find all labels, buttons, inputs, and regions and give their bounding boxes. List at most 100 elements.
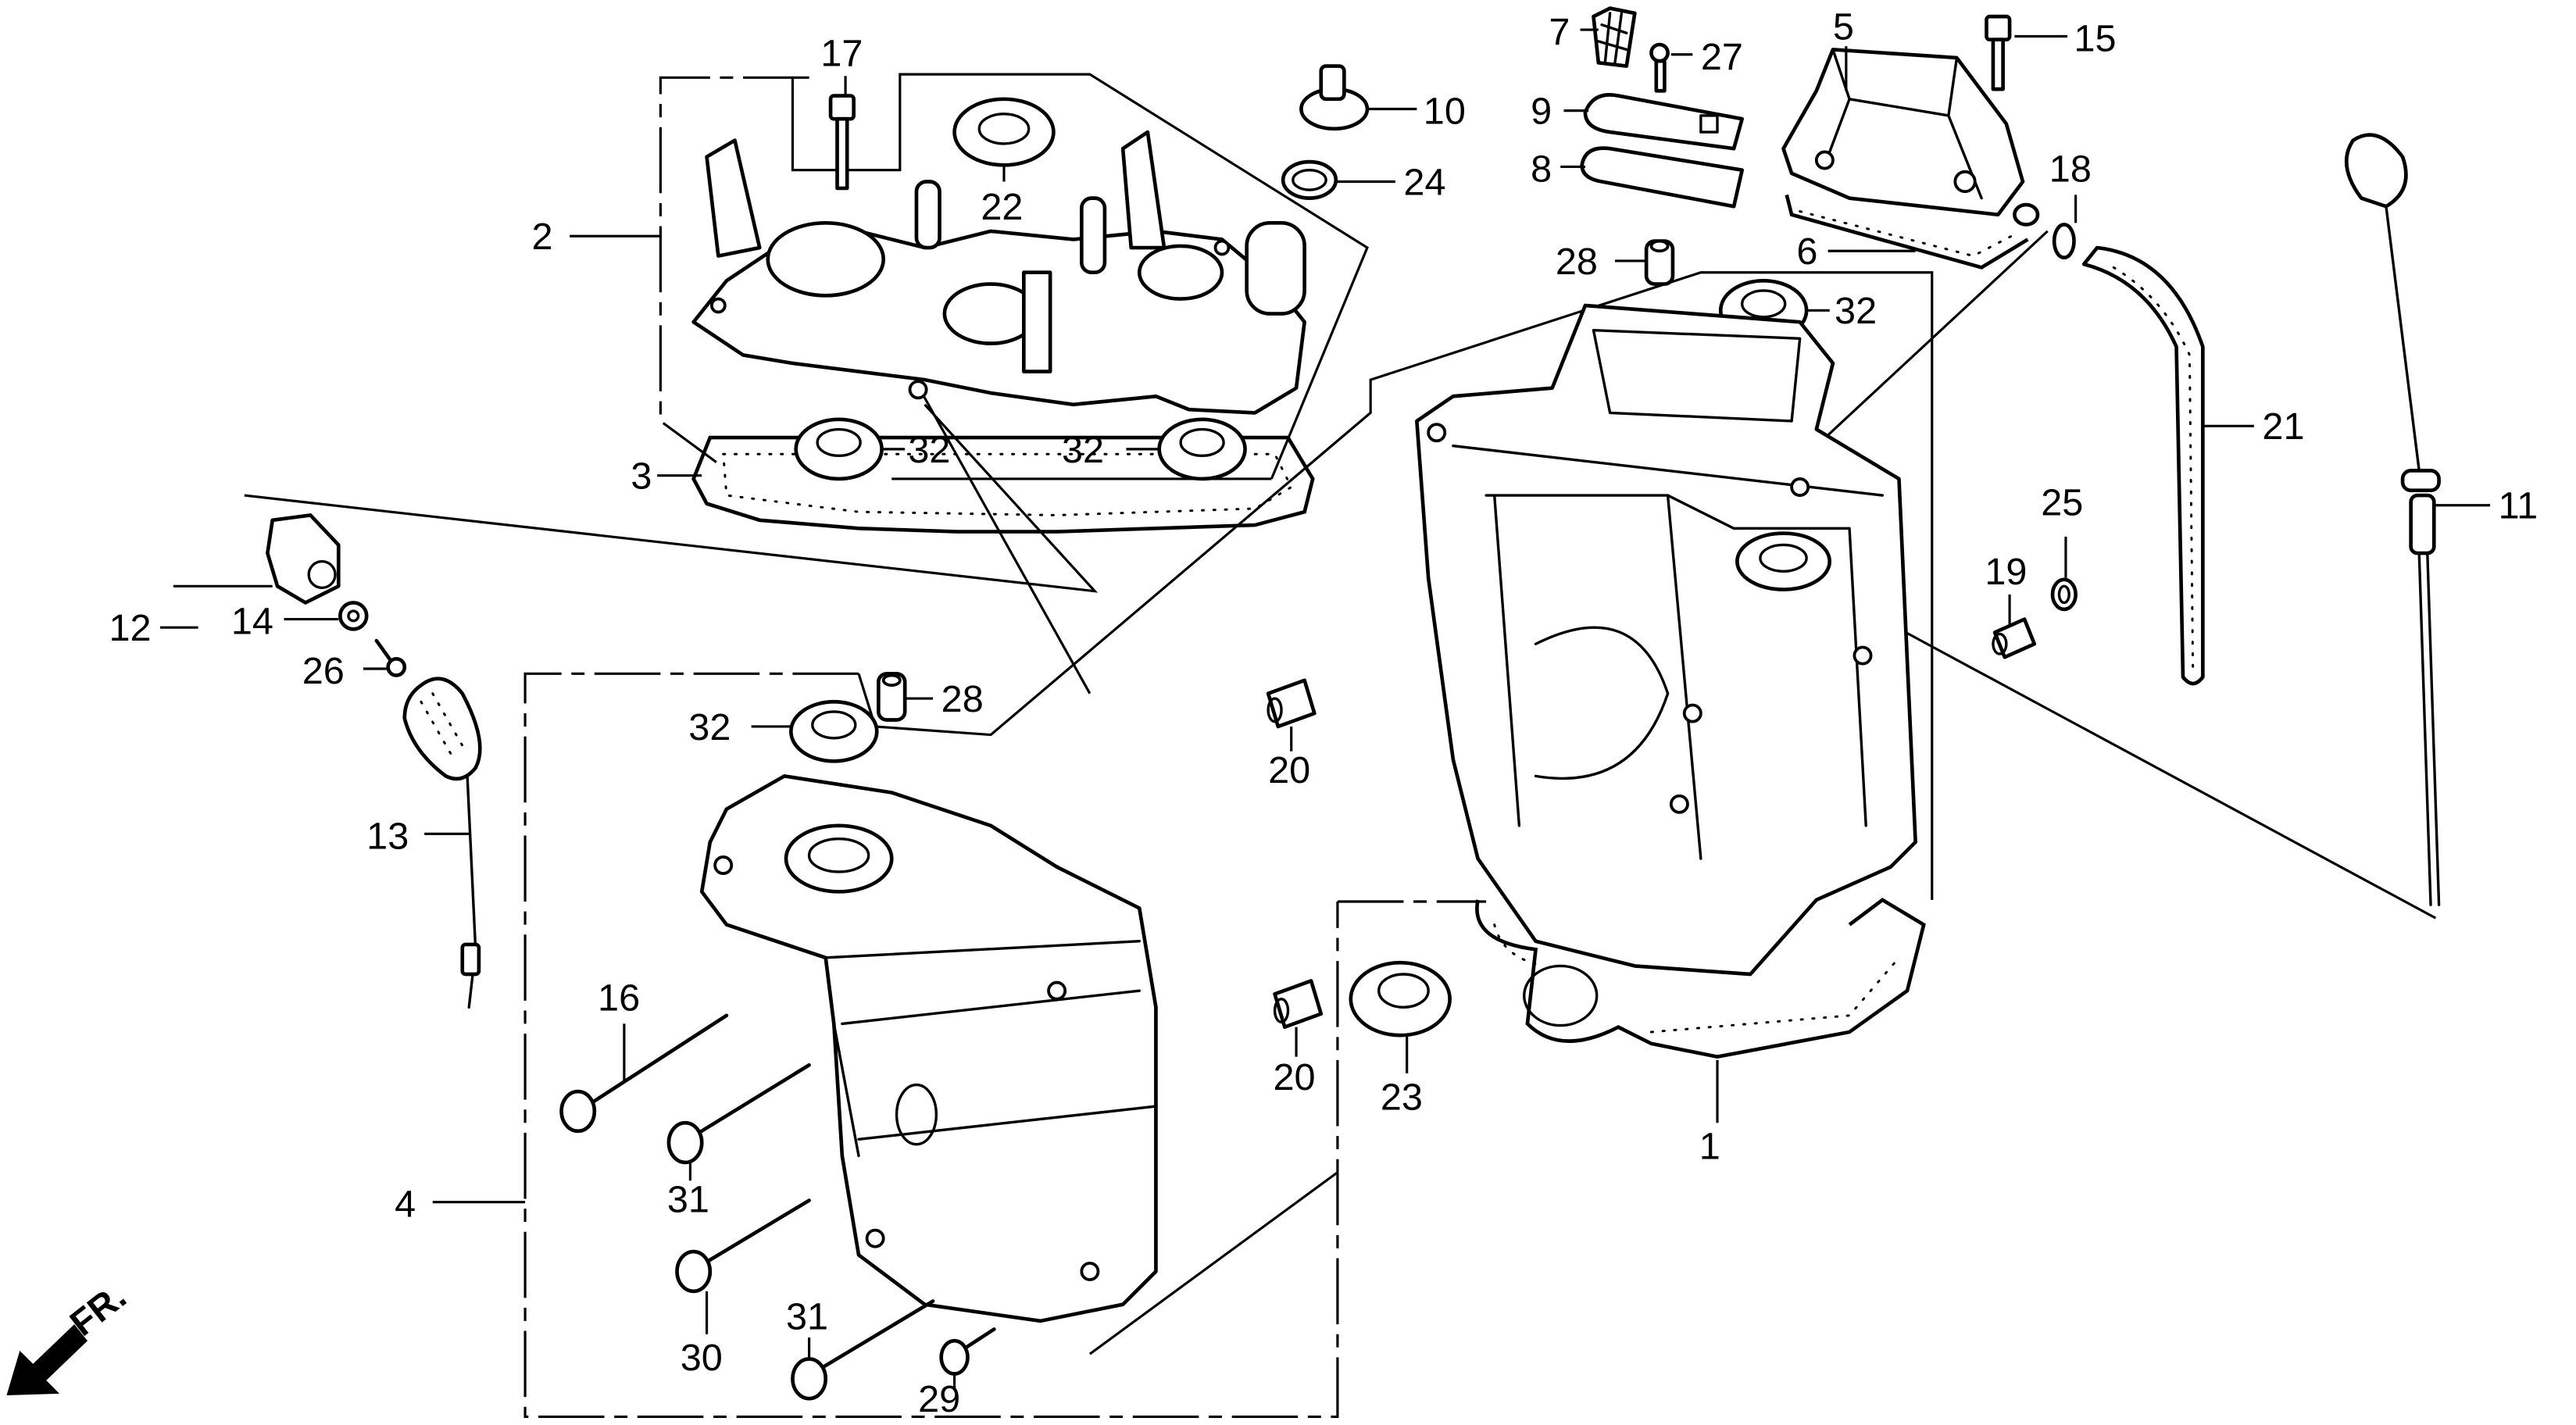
crankcase-gasket[interactable] xyxy=(1475,898,1926,1059)
o-ring-24[interactable] xyxy=(1281,159,1338,200)
head-gasket[interactable] xyxy=(691,435,1315,534)
callout-11: 11 xyxy=(2499,485,2538,527)
group-bracket-4 xyxy=(523,672,1339,1419)
bolt-head xyxy=(675,1249,713,1294)
callout-17: 17 xyxy=(820,33,863,75)
oil-seal-22[interactable] xyxy=(952,97,1056,167)
oil-level-sensor-13[interactable] xyxy=(402,677,482,1009)
crankcase-bolt-hole xyxy=(1682,703,1702,723)
bolt-shank xyxy=(699,1198,811,1267)
bolt-17[interactable] xyxy=(828,94,856,191)
bearing-inner xyxy=(811,710,857,740)
crankcase-bolt-hole xyxy=(1853,645,1873,666)
dowel-body xyxy=(1266,678,1317,729)
breather-plate-8[interactable] xyxy=(1580,146,1745,209)
dipstick-loop xyxy=(2344,133,2408,209)
head-cover-filler-neck xyxy=(1245,221,1306,316)
seal-inner xyxy=(1377,973,1430,1009)
breather-tube-21[interactable] xyxy=(2081,245,2205,686)
bolt-shank xyxy=(835,116,849,191)
dowel-28-top[interactable] xyxy=(1644,239,1675,286)
crankcase-1[interactable] xyxy=(1415,303,1917,977)
dowel-bore xyxy=(1267,697,1283,723)
screw-27[interactable] xyxy=(1649,42,1670,93)
callout-31-upper: 31 xyxy=(667,1178,709,1220)
nut-body xyxy=(2050,577,2078,612)
oil-seal-23[interactable] xyxy=(1349,960,1452,1038)
callout-27: 27 xyxy=(1701,36,1743,78)
washer-14[interactable] xyxy=(338,601,369,631)
head-cover-hole xyxy=(908,380,928,400)
callout-20-lower: 20 xyxy=(1273,1056,1315,1098)
hose-clip-18[interactable] xyxy=(2052,223,2076,260)
head-cover-rib xyxy=(1022,270,1052,373)
callout-30: 30 xyxy=(681,1337,723,1379)
callout-9: 9 xyxy=(1531,91,1552,133)
group-bracket-4-diag xyxy=(1088,1171,1338,1355)
breather-cover-hole xyxy=(1814,150,1835,170)
breather-gasket-6[interactable] xyxy=(1785,194,2029,270)
sensor-float-texture xyxy=(420,692,467,761)
dowel-20-upper[interactable] xyxy=(1266,678,1317,729)
bearing-inner xyxy=(816,427,862,458)
breather-filter-7[interactable] xyxy=(1592,6,1637,68)
crankcase-bore-inner xyxy=(1759,543,1808,573)
dowel-28-lower[interactable] xyxy=(877,672,907,722)
crankcase-bolt-hole xyxy=(1669,794,1689,814)
gasket-dots xyxy=(1799,210,2016,258)
switch-body xyxy=(266,513,341,605)
breather-nipple xyxy=(2013,202,2040,227)
callout-5: 5 xyxy=(1833,6,1854,48)
bolt-29[interactable] xyxy=(939,1327,996,1376)
callout-7: 7 xyxy=(1549,11,1570,53)
case-cover-4[interactable] xyxy=(699,774,1158,1323)
crankcase-ribs xyxy=(1452,444,1885,860)
oil-level-switch-12[interactable] xyxy=(266,513,341,605)
dowel-20-lower[interactable] xyxy=(1273,979,1324,1029)
bolt-16[interactable] xyxy=(559,1013,729,1134)
dowel-body xyxy=(1273,979,1324,1029)
dipstick-11[interactable] xyxy=(2344,133,2441,906)
breather-cover-hole xyxy=(1953,170,1977,194)
callout-32-head-left: 32 xyxy=(908,429,950,471)
bolt-30[interactable] xyxy=(675,1198,811,1294)
breather-plate xyxy=(1580,146,1745,209)
seal-inner xyxy=(977,112,1031,145)
cylinder-head-cover[interactable] xyxy=(691,130,1306,415)
dowel-bore xyxy=(881,673,902,688)
breather-valve-plate-9[interactable] xyxy=(1583,93,1745,151)
nut-25[interactable] xyxy=(2050,577,2078,612)
bolt-shank xyxy=(1991,38,2005,91)
callout-31-lower: 31 xyxy=(786,1295,828,1338)
bolt-31-lower[interactable] xyxy=(791,1299,935,1401)
dipstick-upper-rod xyxy=(2385,205,2421,473)
callout-28-upper: 28 xyxy=(1556,241,1598,283)
breather-cover-5[interactable] xyxy=(1781,48,2040,227)
crankcase-breather-pad xyxy=(1592,329,1802,423)
filter-mesh xyxy=(1597,12,1628,65)
callout-32-head-right: 32 xyxy=(1062,429,1104,471)
callout-22: 22 xyxy=(981,186,1023,228)
oil-filler-cap-10[interactable] xyxy=(1299,64,1370,131)
bolt-31-upper[interactable] xyxy=(666,1062,811,1165)
bolt-head xyxy=(1985,14,2012,42)
bearing-32-a[interactable] xyxy=(794,417,884,481)
clip-ring xyxy=(2052,223,2076,260)
bearing-32-b[interactable] xyxy=(1157,417,1247,481)
callout-20-upper: 20 xyxy=(1268,749,1310,791)
collar-19[interactable] xyxy=(1992,617,2037,659)
group-bracket-2 xyxy=(659,76,809,469)
collar-bore xyxy=(1992,632,2008,655)
case-cover-bolt-hole xyxy=(713,855,734,875)
callout-26: 26 xyxy=(302,650,345,692)
bolt-head xyxy=(559,1089,597,1134)
crankcase-bolt-hole xyxy=(1790,477,1810,497)
screw-26[interactable] xyxy=(374,638,407,677)
valve-plate-tab xyxy=(1699,114,1719,134)
crankcase-bolt-hole xyxy=(1427,423,1447,443)
bolt-15[interactable] xyxy=(1985,14,2012,91)
bolt-head xyxy=(666,1120,704,1165)
group-lines xyxy=(244,73,2437,1419)
bearing-32-d[interactable] xyxy=(789,699,879,763)
